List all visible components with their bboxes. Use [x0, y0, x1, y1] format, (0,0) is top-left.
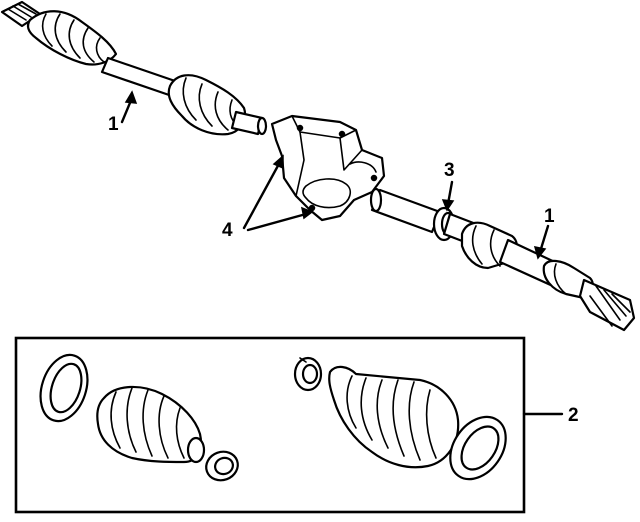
right-small-ring	[293, 356, 323, 392]
left-outer-boot	[26, 10, 118, 66]
leader-lines	[120, 90, 564, 416]
right-intermediate-tube	[369, 187, 442, 234]
boot-kit-box	[14, 336, 526, 514]
bearing-bracket	[270, 114, 386, 222]
callout-3: 3	[444, 160, 455, 181]
left-inner-boot	[167, 74, 247, 136]
right-splined-end	[578, 278, 636, 332]
right-clamp-ring	[449, 415, 507, 481]
right-axle-shaft	[369, 187, 636, 332]
right-kit-boot	[328, 365, 460, 469]
left-inner-stub	[230, 110, 268, 136]
left-shaft-bar	[100, 56, 180, 98]
callout-2: 2	[568, 405, 579, 426]
left-axle-shaft	[0, 0, 268, 136]
callout-1-left: 1	[108, 114, 119, 135]
left-clamp-ring	[39, 353, 89, 423]
left-small-clamp	[205, 450, 239, 482]
callout-4: 4	[222, 220, 233, 241]
callout-1-right: 1	[544, 206, 555, 227]
left-kit-boot	[96, 385, 206, 464]
